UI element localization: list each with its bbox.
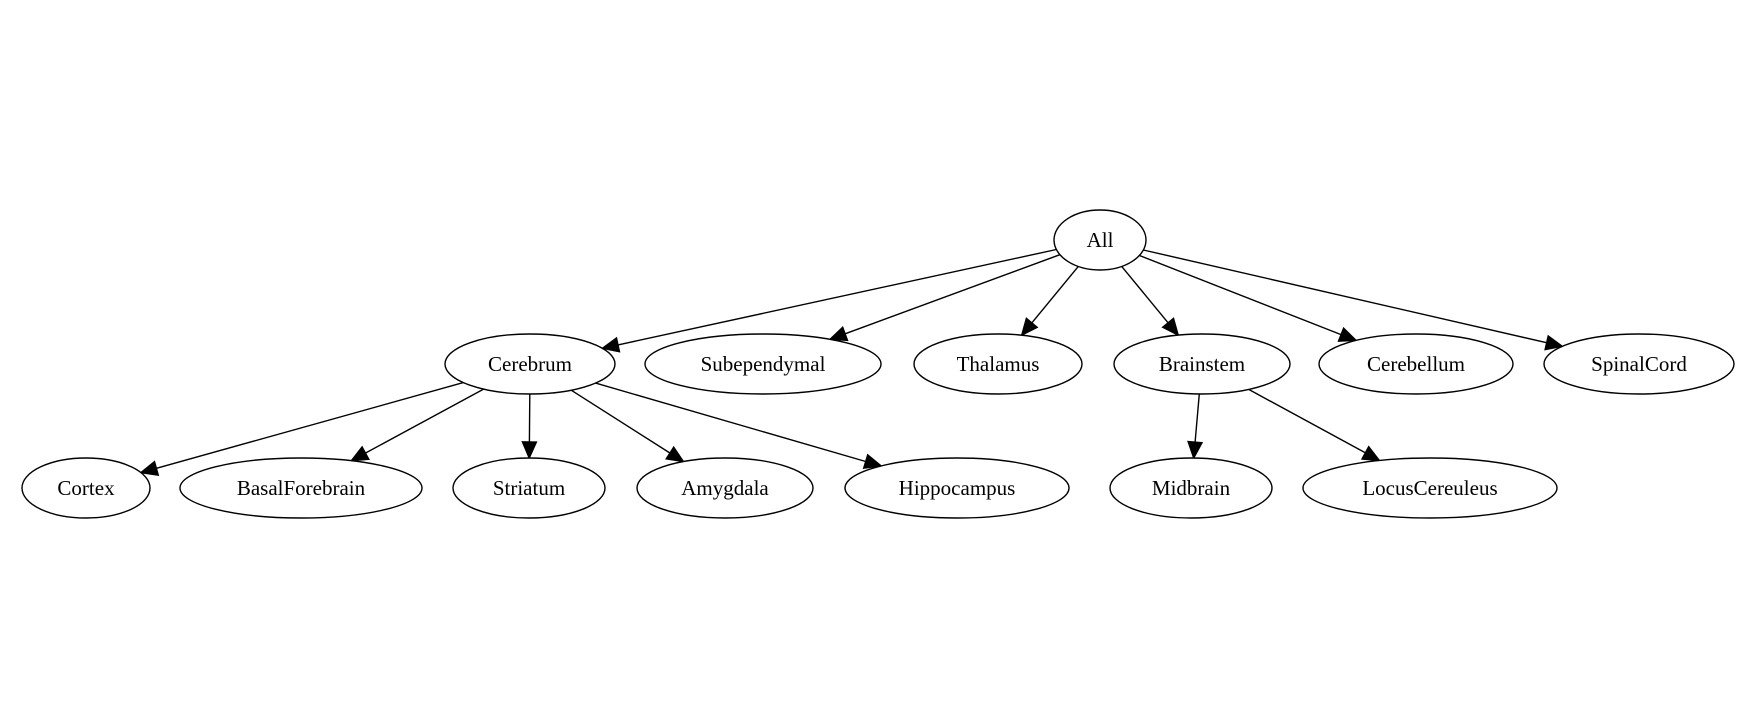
arrowhead-icon	[1337, 326, 1358, 342]
arrowhead-icon	[1187, 440, 1204, 460]
node-ellipse	[913, 333, 1083, 395]
edge-brainstem-to-locuscereuleus	[1248, 388, 1381, 462]
edge-line	[1139, 254, 1342, 336]
edge-all-to-cerebellum	[1139, 254, 1358, 342]
node-label: Cerebrum	[488, 352, 572, 376]
node-label: Subependymal	[701, 352, 826, 376]
node-ellipse	[636, 457, 814, 519]
edge-line	[1143, 249, 1547, 344]
edge-brainstem-to-midbrain	[1187, 393, 1204, 460]
node-ellipse	[1109, 457, 1273, 519]
node-ellipse	[179, 457, 423, 519]
node-label: Hippocampus	[899, 476, 1016, 500]
node-label: Brainstem	[1159, 352, 1245, 376]
edge-line	[595, 382, 866, 463]
arrowhead-icon	[828, 325, 849, 342]
edge-all-to-brainstem	[1121, 265, 1180, 337]
node-cerebellum: Cerebellum	[1318, 333, 1514, 395]
node-ellipse	[644, 333, 882, 395]
node-ellipse	[844, 457, 1070, 519]
edge-all-to-subependymal	[828, 254, 1061, 342]
node-ellipse	[1113, 333, 1291, 395]
arrowhead-icon	[1544, 334, 1564, 351]
node-basalforebrain: BasalForebrain	[179, 457, 423, 519]
node-subependymal: Subependymal	[644, 333, 882, 395]
node-brainstem: Brainstem	[1113, 333, 1291, 395]
node-ellipse	[1302, 457, 1558, 519]
arrowhead-icon	[349, 445, 370, 462]
node-midbrain: Midbrain	[1109, 457, 1273, 519]
node-thalamus: Thalamus	[913, 333, 1083, 395]
node-label: Striatum	[493, 476, 565, 500]
edge-all-to-thalamus	[1020, 265, 1079, 337]
arrowhead-icon	[521, 441, 538, 460]
edge-cerebrum-to-cortex	[139, 381, 464, 476]
node-label: Amygdala	[681, 476, 769, 500]
edge-line	[1031, 265, 1079, 324]
node-hippocampus: Hippocampus	[844, 457, 1070, 519]
node-cortex: Cortex	[21, 457, 151, 519]
node-label: Midbrain	[1152, 476, 1231, 500]
node-label: Cerebellum	[1367, 352, 1465, 376]
edge-cerebrum-to-amygdala	[570, 389, 685, 463]
node-label: BasalForebrain	[237, 476, 366, 500]
edge-all-to-spinalcord	[1143, 249, 1564, 351]
edge-line	[1248, 388, 1366, 454]
node-ellipse	[21, 457, 151, 519]
edge-line	[1194, 393, 1200, 443]
node-label: LocusCereuleus	[1362, 476, 1497, 500]
node-label: Cortex	[57, 476, 115, 500]
arrowhead-icon	[862, 453, 883, 470]
node-label: SpinalCord	[1591, 352, 1687, 376]
edge-cerebrum-to-hippocampus	[595, 382, 883, 470]
node-ellipse	[1543, 333, 1735, 395]
arrowhead-icon	[1161, 317, 1180, 337]
node-ellipse	[444, 333, 616, 395]
edge-cerebrum-to-striatum	[521, 393, 538, 460]
node-spinalcord: SpinalCord	[1543, 333, 1735, 395]
edge-line	[156, 381, 464, 469]
arrowhead-icon	[139, 460, 160, 476]
node-ellipse	[1318, 333, 1514, 395]
node-ellipse	[452, 457, 606, 519]
edge-line	[1121, 265, 1169, 324]
edge-line	[844, 254, 1061, 335]
arrowhead-icon	[665, 445, 685, 463]
node-amygdala: Amygdala	[636, 457, 814, 519]
node-striatum: Striatum	[452, 457, 606, 519]
arrowhead-icon	[1020, 317, 1039, 337]
node-label: All	[1087, 228, 1114, 252]
edge-line	[617, 248, 1057, 346]
node-label: Thalamus	[957, 352, 1040, 376]
edge-cerebrum-to-basalforebrain	[349, 388, 484, 462]
node-ellipse	[1053, 209, 1147, 271]
edge-all-to-cerebrum	[600, 248, 1057, 353]
edge-line	[570, 389, 671, 454]
arrowhead-icon	[1360, 445, 1381, 462]
node-cerebrum: Cerebrum	[444, 333, 616, 395]
edges-layer	[139, 248, 1564, 476]
node-all: All	[1053, 209, 1147, 271]
node-locuscereuleus: LocusCereuleus	[1302, 457, 1558, 519]
edge-line	[365, 388, 484, 454]
arrowhead-icon	[600, 336, 621, 353]
